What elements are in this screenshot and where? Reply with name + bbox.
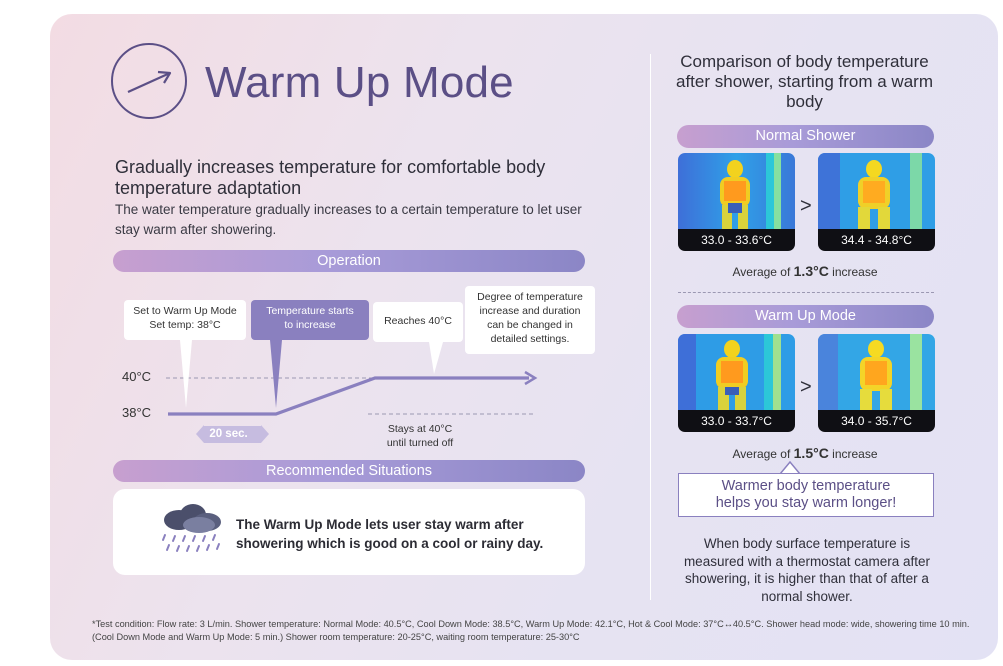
temp-range-label: 34.4 - 34.8°C <box>818 229 935 251</box>
pointer-set <box>180 340 192 408</box>
thermal-picture <box>818 334 935 410</box>
thermal-image-warm-after: 34.0 - 35.7°C <box>818 334 935 432</box>
comparison-note: When body surface temperature is measure… <box>683 536 931 604</box>
recommended-header: Recommended Situations <box>113 460 585 482</box>
temp-range-label: 33.0 - 33.6°C <box>678 229 795 251</box>
operation-diagram <box>166 340 538 443</box>
thermal-picture <box>678 334 795 410</box>
rain-cloud-icon <box>162 504 221 552</box>
thermal-image-warm-before: 33.0 - 33.7°C <box>678 334 795 432</box>
avg-value: 1.5°C <box>793 445 829 461</box>
y-label-38: 38°C <box>122 405 152 420</box>
thermal-picture <box>818 153 935 229</box>
avg-prefix: Average of <box>732 447 794 461</box>
warmer-callout: Warmer body temperature helps you stay w… <box>678 473 934 517</box>
callout-degree: Degree of temperature increase and durat… <box>465 286 595 354</box>
y-label-40: 40°C <box>122 369 152 384</box>
duration-arrow <box>196 425 269 443</box>
callout-set-mode: Set to Warm Up Mode Set temp: 38°C <box>124 300 246 340</box>
callout-temp-starts: Temperature starts to increase <box>251 300 369 340</box>
thermal-picture <box>678 153 795 229</box>
pointer-reaches <box>429 342 443 374</box>
avg-suffix: increase <box>828 447 878 461</box>
temperature-line <box>168 376 529 416</box>
pointer-starts <box>270 340 282 408</box>
normal-average: Average of 1.3°C increase <box>675 263 935 279</box>
normal-shower-header: Normal Shower <box>677 125 934 148</box>
warm-average: Average of 1.5°C increase <box>675 445 935 461</box>
subtitle: Gradually increases temperature for comf… <box>115 157 546 198</box>
thermal-image-normal-after: 34.4 - 34.8°C <box>818 153 935 251</box>
footnote: *Test condition: Flow rate: 3 L/min. Sho… <box>92 619 970 642</box>
comparison-title: Comparison of body temperature after sho… <box>676 52 933 111</box>
section-divider <box>678 292 934 293</box>
avg-value: 1.3°C <box>793 263 829 279</box>
temp-range-label: 34.0 - 35.7°C <box>818 410 935 432</box>
warm-up-arrow-icon <box>111 43 187 119</box>
column-divider <box>650 54 651 600</box>
stays-label: Stays at 40°C until turned off <box>386 423 454 449</box>
page-title: Warm Up Mode <box>205 58 514 107</box>
avg-prefix: Average of <box>732 265 794 279</box>
temp-range-label: 33.0 - 33.7°C <box>678 410 795 432</box>
operation-header: Operation <box>113 250 585 272</box>
thermal-image-normal-before: 33.0 - 33.6°C <box>678 153 795 251</box>
callout-reaches: Reaches 40°C <box>373 302 463 342</box>
comparison-arrow: > <box>800 376 812 398</box>
avg-suffix: increase <box>828 265 878 279</box>
warm-up-header: Warm Up Mode <box>677 305 934 328</box>
duration-label: 20 sec. <box>209 428 248 440</box>
recommended-text: The Warm Up Mode lets user stay warm aft… <box>236 517 544 551</box>
description: The water temperature gradually increase… <box>115 202 582 237</box>
temperature-arrowhead <box>524 370 538 386</box>
comparison-arrow: > <box>800 195 812 217</box>
